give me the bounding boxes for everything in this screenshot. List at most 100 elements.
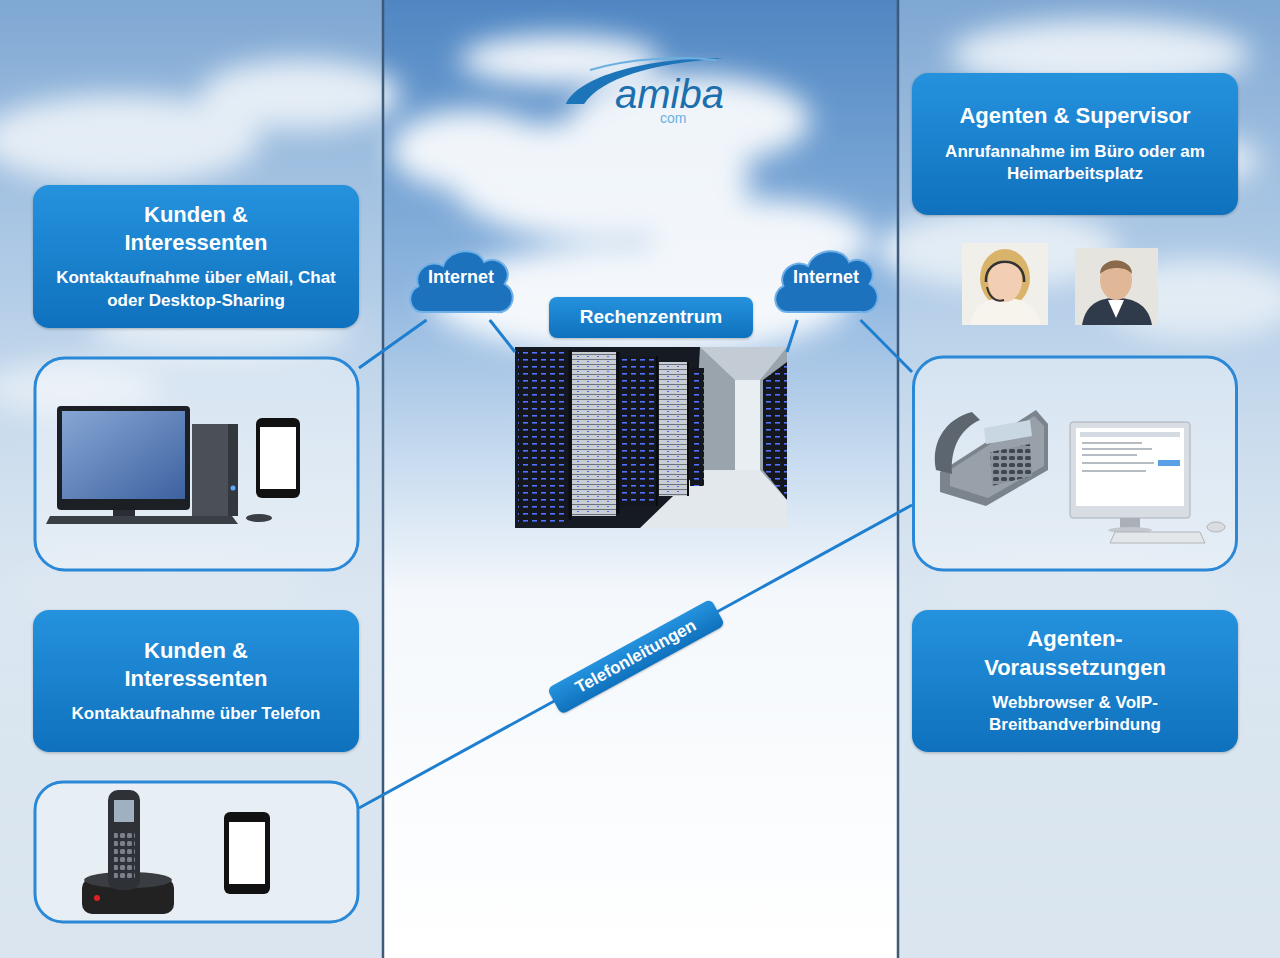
picture-frame — [35, 358, 358, 570]
heading-text: Internet — [793, 267, 859, 293]
heading-text: Kunden & Interessenten — [71, 201, 321, 257]
body-text: Kontaktaufnahme über Telefon — [71, 703, 320, 725]
box-fill: Agenten-VoraussetzungenWebbrowser & VoIP… — [912, 610, 1238, 752]
monitor — [1120, 518, 1140, 528]
picture-frame — [914, 357, 1237, 570]
cordless-phone — [114, 830, 135, 878]
connector-line — [359, 320, 427, 368]
body-text: Webbrowser & VoIP-Breitbandverbindung — [924, 692, 1226, 737]
monitor — [1082, 442, 1142, 444]
box-fill: Kunden & InteressentenKontaktaufnahme üb… — [33, 610, 359, 752]
server-room-photo — [515, 347, 787, 528]
desktop-computer — [46, 406, 272, 524]
desk-phone — [990, 444, 1032, 486]
internet-cloud: Internet — [769, 240, 884, 320]
monitor — [1082, 454, 1137, 456]
desktop-computer — [246, 514, 272, 522]
server-room-photo — [687, 362, 689, 496]
smartphone — [224, 812, 270, 894]
heading-text: Kunden & Interessenten — [71, 637, 321, 693]
cordless-phone — [94, 895, 100, 901]
datacenter-box: Rechenzentrum — [515, 297, 787, 528]
heading-text: Agenten & Supervisor — [959, 102, 1190, 130]
connector-group — [359, 320, 912, 808]
desk-phone — [984, 420, 1032, 444]
server-room-photo — [659, 362, 687, 496]
body-text: Kontaktaufnahme über eMail, Chat oder De… — [45, 267, 347, 312]
supervisor-photo — [1100, 261, 1132, 275]
supervisor-photo — [1075, 248, 1158, 325]
server-room-photo — [656, 356, 658, 506]
agent-photo — [970, 298, 1040, 325]
agent-box: Agenten & SupervisorAnrufannahme im Büro… — [912, 73, 1238, 570]
monitor — [1207, 522, 1225, 532]
monitor — [1110, 532, 1205, 543]
box-fill: Rechenzentrum — [549, 297, 753, 338]
connector-line — [861, 320, 913, 372]
cloud-outline — [410, 251, 512, 312]
monitor — [1082, 462, 1154, 464]
cordless-phone — [108, 790, 140, 890]
cloud-outline — [775, 251, 877, 312]
heading-text: Internet — [428, 267, 494, 293]
supervisor-photo — [1100, 260, 1132, 300]
monitor — [1082, 448, 1152, 450]
column-divider — [382, 0, 385, 958]
logo-swoosh — [590, 58, 716, 70]
cordless-phone — [114, 800, 134, 822]
left-panel — [0, 0, 383, 958]
monitor — [1082, 470, 1146, 472]
body-text: Anrufannahme im Büro oder am Heimarbeits… — [924, 141, 1226, 186]
column-divider — [897, 0, 900, 958]
smartphone — [256, 418, 300, 498]
monitor — [1070, 422, 1225, 543]
heading-text: Agenten-Voraussetzungen — [950, 625, 1200, 681]
smartphone — [224, 812, 270, 894]
supervisor-photo — [1108, 300, 1124, 318]
connector-line — [490, 320, 515, 352]
server-room-photo — [620, 356, 656, 506]
box-fill: Agenten & SupervisorAnrufannahme im Büro… — [912, 73, 1238, 215]
server-room-photo — [763, 362, 787, 500]
desktop-computer — [228, 424, 238, 516]
right-panel — [898, 0, 1280, 958]
desktop-computer — [57, 406, 190, 510]
desk-phone — [935, 410, 1048, 506]
agent-photo — [987, 287, 1004, 301]
desktop-computer — [192, 424, 238, 516]
server-room-photo — [515, 347, 787, 528]
server-room-photo — [690, 368, 704, 486]
agent-photo — [980, 249, 1030, 307]
smartphone — [260, 427, 296, 489]
logo-text: com — [660, 110, 686, 126]
monitor — [1070, 422, 1190, 518]
cordless-phone — [82, 790, 174, 914]
agent-photo — [962, 243, 1048, 325]
server-room-photo — [735, 380, 760, 470]
contact-box: Kunden & InteressentenKontaktaufnahme üb… — [33, 610, 359, 922]
logo-text: amiba — [615, 72, 724, 116]
requirements-box: Agenten-VoraussetzungenWebbrowser & VoIP… — [912, 610, 1238, 752]
smartphone — [256, 418, 300, 498]
connector-line — [359, 505, 912, 808]
box-fill: Kunden & InteressentenKontaktaufnahme üb… — [33, 185, 359, 328]
connector-line — [787, 320, 797, 352]
server-room-photo — [572, 352, 616, 516]
picture-frame — [35, 782, 358, 922]
server-room-photo — [518, 350, 568, 522]
monitor — [1158, 460, 1180, 466]
internet-cloud: Internet — [404, 240, 519, 320]
supervisor-photo — [1075, 248, 1158, 325]
server-room-photo — [569, 350, 572, 520]
supervisor-photo — [1082, 298, 1152, 325]
cloud-texture — [390, 110, 550, 190]
server-room-photo — [617, 352, 620, 514]
monitor — [1080, 432, 1180, 437]
edge-label: Telefonleitungen — [546, 598, 724, 714]
agent-photo — [962, 243, 1048, 325]
agent-photo — [986, 262, 1024, 282]
heading-text: Rechenzentrum — [580, 306, 723, 329]
